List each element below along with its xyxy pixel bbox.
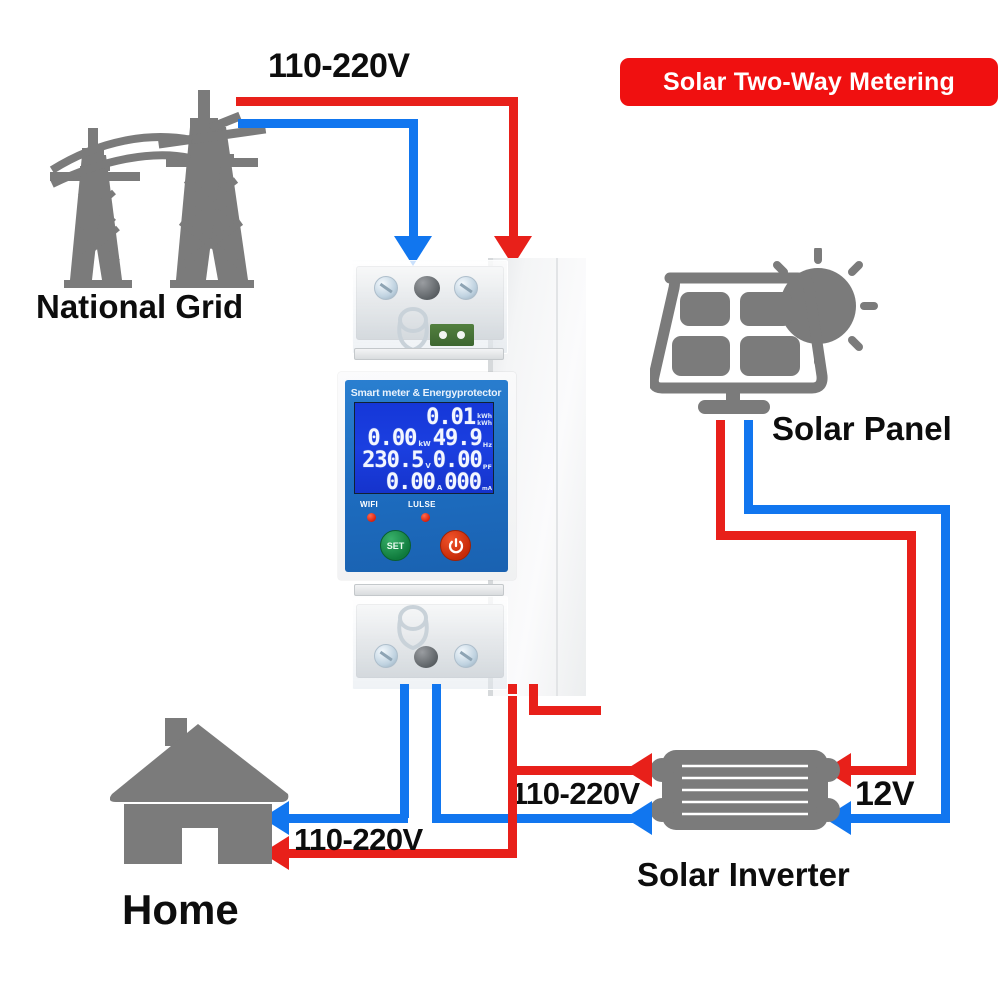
pulse-indicator-label: LULSE xyxy=(408,500,436,509)
lcd-energy-value: 0.01 xyxy=(426,405,476,430)
wire-panel-positive-vertical xyxy=(716,420,725,540)
lcd-power-unit: kW xyxy=(418,440,431,448)
wire-home-neutral-second-vertical xyxy=(432,688,441,818)
national-grid-label: National Grid xyxy=(36,288,244,325)
bottom-terminal-seal-loop xyxy=(397,605,429,651)
solar-inverter-label: Solar Inverter xyxy=(637,856,850,893)
meter-body-seam xyxy=(556,258,558,696)
lcd-power-value: 0.00 xyxy=(367,426,417,451)
wire-panel-negative-horizontal xyxy=(744,505,950,514)
lcd-current-value: 0.00 xyxy=(385,470,436,494)
bottom-terminal-screw-left[interactable] xyxy=(374,644,398,668)
top-terminal-screw-left[interactable] xyxy=(374,276,398,300)
home-voltage-label: 110-220V xyxy=(294,822,423,857)
wire-panel-positive-horizontal xyxy=(716,531,916,540)
inverter-ac-voltage-label: 110-220V xyxy=(511,776,640,811)
home-icon xyxy=(110,718,289,866)
solar-panel-icon xyxy=(650,248,878,414)
wire-home-neutral-vertical xyxy=(400,688,409,818)
wire-home-line-vertical xyxy=(508,766,517,858)
lcd-energy-unit-bottom: kWh xyxy=(477,420,492,428)
green-terminal-connector[interactable] xyxy=(430,324,474,346)
wire-meter-to-inverter-line-vertical xyxy=(508,688,517,774)
lcd-power-factor-unit: PF xyxy=(482,462,492,471)
lcd-power-factor-value: 0.00 xyxy=(432,448,483,473)
power-icon xyxy=(448,537,463,553)
lcd-voltage-unit: V xyxy=(425,462,431,470)
lcd-row-energy: 0.01 kWh kWh xyxy=(355,405,493,430)
solar-inverter-icon xyxy=(650,750,840,830)
top-din-clip xyxy=(354,348,504,360)
bottom-terminal-cover[interactable] xyxy=(352,596,508,690)
lcd-frequency-unit: Hz xyxy=(482,440,492,449)
pulse-indicator-led xyxy=(421,513,430,522)
wire-stub-line-1 xyxy=(508,684,517,694)
arrow-inverter-ac-neutral xyxy=(625,801,652,835)
terminal-seal-loop xyxy=(397,307,429,353)
wire-grid-neutral-horizontal xyxy=(238,119,418,128)
wire-home-line-horizontal xyxy=(288,849,516,858)
lcd-leakage-value: 000 xyxy=(444,470,482,494)
wire-panel-negative-vertical xyxy=(744,420,753,510)
arrow-inverter-ac-line xyxy=(625,753,652,787)
wire-grid-line-horizontal xyxy=(236,97,518,106)
lcd-leakage-unit: mA xyxy=(482,485,492,492)
lcd-display: 0.01 kWh kWh 0.00 kW 49.9 Hz 230.5 V 0.0… xyxy=(354,402,494,494)
grid-voltage-label: 110-220V xyxy=(268,47,410,85)
home-label: Home xyxy=(122,886,239,933)
transmission-tower-icon xyxy=(49,90,267,288)
smart-meter-device[interactable]: Smart meter & Energyprotector WIFI 0.01 … xyxy=(338,252,593,712)
set-button[interactable]: SET xyxy=(380,530,411,561)
wifi-indicator-label: WIFI xyxy=(360,500,379,509)
solar-panel-label: Solar Panel xyxy=(772,410,952,447)
wire-stub-neutral-2 xyxy=(432,684,441,694)
top-terminal-screw-right[interactable] xyxy=(454,276,478,300)
wifi-indicator-led xyxy=(367,513,376,522)
lcd-energy-unit: kWh kWh xyxy=(477,413,492,428)
lcd-row-power-frequency: 0.00 kW 49.9 Hz xyxy=(355,426,493,451)
lcd-voltage-value: 230.5 xyxy=(362,448,424,473)
lcd-energy-unit-top: kWh xyxy=(477,413,492,421)
wire-meter-to-inverter-neutral xyxy=(432,814,648,823)
wire-home-neutral-horizontal xyxy=(288,814,408,823)
panel-title: Smart meter & Energyprotector xyxy=(350,387,502,399)
inverter-dc-voltage-label: 12V xyxy=(855,775,915,813)
lcd-row-current-leakage: 0.00 A 000 mA xyxy=(355,470,493,494)
wire-stub-line-2-horizontal xyxy=(529,706,601,715)
wire-panel-positive-down xyxy=(907,531,916,771)
bottom-terminal-screw-right[interactable] xyxy=(454,644,478,668)
wire-stub-neutral-1 xyxy=(400,684,409,694)
badge-label: Solar Two-Way Metering xyxy=(663,67,955,96)
wire-panel-negative-down xyxy=(941,505,950,819)
lcd-frequency-value: 49.9 xyxy=(432,426,483,451)
lcd-row-voltage-pf: 230.5 V 0.00 PF xyxy=(355,448,493,473)
status-badge: Solar Two-Way Metering xyxy=(620,58,998,106)
wire-grid-line-vertical xyxy=(509,97,518,240)
wire-inverter-dc-negative xyxy=(848,814,950,823)
wire-meter-to-inverter-line-horizontal xyxy=(508,766,648,775)
set-button-label: SET xyxy=(386,540,405,551)
lcd-current-unit: A xyxy=(436,484,443,492)
bottom-terminal-knob xyxy=(414,646,438,668)
power-button[interactable] xyxy=(440,530,471,561)
wire-inverter-dc-positive xyxy=(848,766,916,775)
wire-grid-neutral-vertical xyxy=(409,119,418,240)
top-terminal-knob xyxy=(414,276,440,300)
wire-stub-line-2b xyxy=(529,684,538,714)
bottom-din-clip xyxy=(354,584,504,596)
